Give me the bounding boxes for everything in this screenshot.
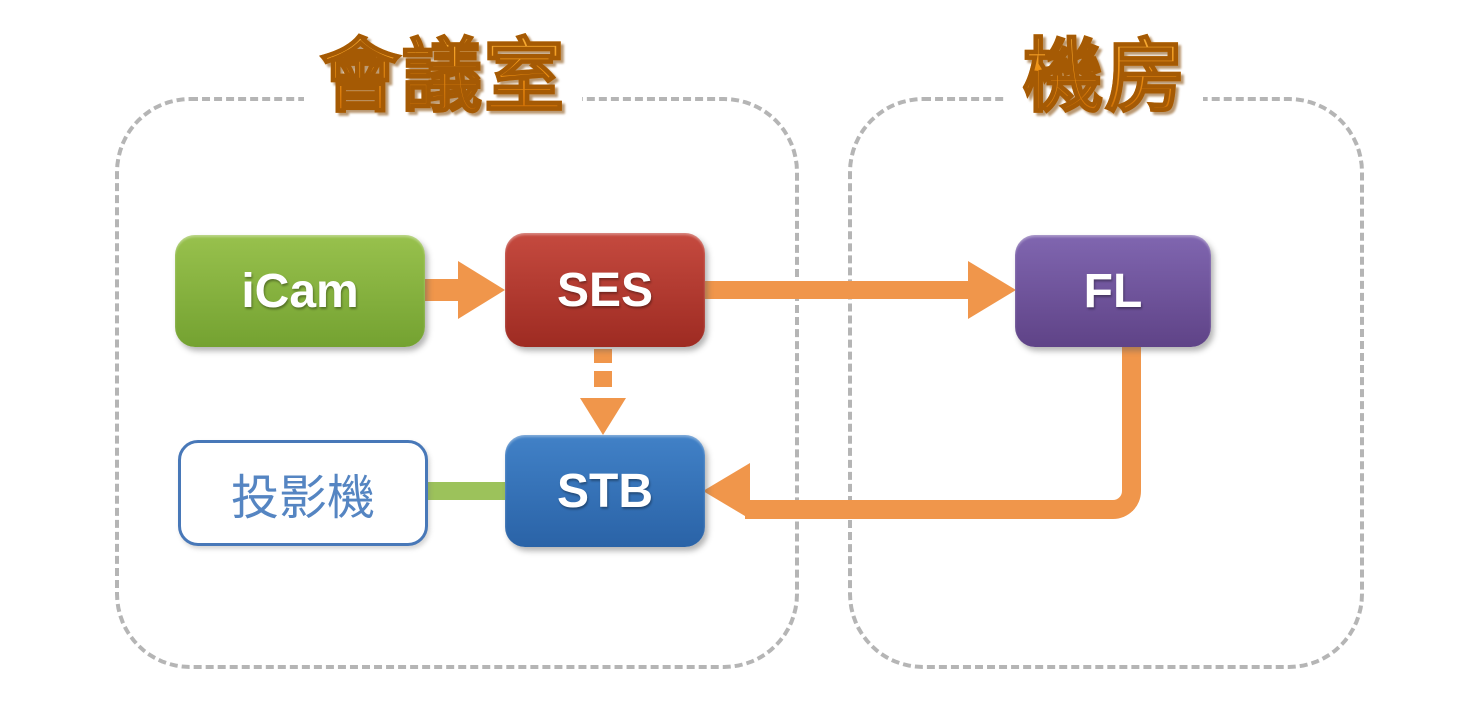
zone-title-meeting-room: 會議室 — [304, 31, 582, 122]
arrow-ses-to-stb-head-icon — [580, 398, 626, 435]
arrow-ses-to-stb-dash — [594, 371, 612, 387]
arrow-ses-to-stb-dash — [594, 349, 612, 363]
node-stb: STB — [505, 435, 705, 547]
arrow-ses-to-fl-stem — [703, 281, 970, 299]
arrow-icam-to-ses-head-icon — [458, 261, 505, 319]
node-fl: FL — [1015, 235, 1211, 347]
node-icam-label: iCam — [241, 264, 359, 318]
zone-title-meeting-room-text: 會議室 — [319, 31, 566, 122]
zone-meeting-room — [115, 97, 799, 669]
arrow-ses-to-fl-head-icon — [968, 261, 1016, 319]
node-ses: SES — [505, 233, 705, 347]
arrow-fl-to-stb-head-icon — [703, 463, 750, 519]
node-projector-label: 投影機 — [230, 472, 375, 525]
node-projector: 投影機 — [178, 440, 428, 546]
node-stb-label: STB — [557, 464, 653, 518]
node-fl-label: FL — [1083, 264, 1143, 318]
arrow-icam-to-ses-stem — [425, 279, 463, 301]
zone-title-server-room-text: 機房 — [1022, 31, 1187, 122]
line-projector-to-stb — [422, 482, 506, 500]
arrow-fl-to-stb-elbow — [745, 347, 1141, 519]
zone-title-server-room: 機房 — [1007, 31, 1203, 122]
node-ses-label: SES — [556, 263, 654, 317]
node-icam: iCam — [175, 235, 425, 347]
